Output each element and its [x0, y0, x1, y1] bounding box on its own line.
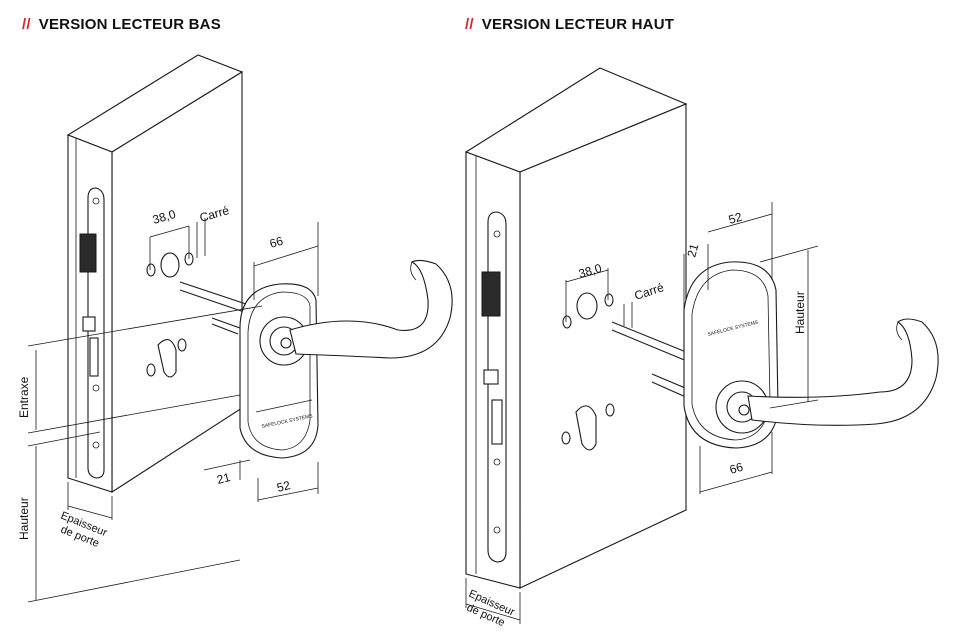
left-door-assembly: SAFELOCK SYSTEMS — [17, 54, 453, 603]
dim-66: 66 — [268, 234, 285, 251]
dim-38-0: 38,0 — [151, 207, 178, 227]
heading-version-lecteur-haut: // VERSION LECTEUR HAUT — [465, 16, 674, 33]
left-dimensions — [27, 218, 319, 603]
right-spindle — [611, 321, 697, 399]
dim-38-0: 38,0 — [577, 261, 604, 281]
dim-52: 52 — [727, 210, 744, 227]
heading-mark: // — [22, 16, 31, 33]
heading-version-lecteur-bas: // VERSION LECTEUR BAS — [22, 16, 221, 33]
heading-text: VERSION LECTEUR HAUT — [481, 16, 675, 33]
dim-21: 21 — [215, 470, 232, 487]
dim-hauteur: Hauteur — [793, 291, 807, 334]
right-dimensions — [465, 202, 819, 624]
heading-mark: // — [465, 16, 474, 33]
heading-text: VERSION LECTEUR BAS — [38, 16, 221, 33]
dim-entraxe: Entraxe — [17, 376, 31, 418]
left-escutcheon: SAFELOCK SYSTEMS — [239, 283, 319, 459]
right-door-assembly: SAFELOCK SYSTEMS — [464, 67, 939, 629]
dim-hauteur: Hauteur — [17, 497, 31, 540]
left-faceplate — [79, 187, 105, 479]
dim-52: 52 — [275, 478, 292, 495]
right-holes — [561, 292, 615, 451]
right-handle — [715, 318, 939, 434]
dim-21: 21 — [684, 242, 701, 259]
left-handle — [259, 259, 453, 366]
dim-66: 66 — [728, 460, 745, 477]
right-faceplate — [481, 211, 507, 563]
